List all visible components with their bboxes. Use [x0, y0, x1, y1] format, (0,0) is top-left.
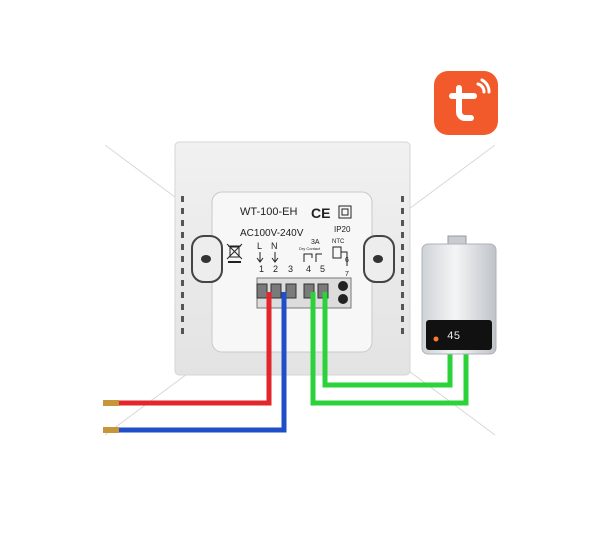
ce-mark: CE [311, 205, 330, 221]
ntc-terminal [338, 294, 348, 304]
vent-slot [401, 232, 404, 238]
terminal-screw [303, 283, 315, 299]
arrow-down-icon [256, 252, 279, 263]
vent-slot [181, 232, 184, 238]
terminal-number: 4 [306, 264, 311, 274]
boiler-indicator-icon [433, 336, 439, 342]
vent-slot [401, 244, 404, 250]
terminal-number: 1 [259, 264, 264, 274]
tuya-logo-icon [434, 71, 498, 135]
ip-rating: IP20 [334, 225, 351, 234]
terminal-number: 5 [320, 264, 325, 274]
vent-slot [181, 208, 184, 214]
terminal-number: 6 [345, 257, 349, 264]
vent-slot [401, 196, 404, 202]
vent-slot [401, 316, 404, 322]
terminal-screw [285, 283, 297, 299]
vent-slot [401, 304, 404, 310]
vent-slot [401, 292, 404, 298]
terminal-number: 7 [345, 271, 349, 278]
vent-slot [401, 220, 404, 226]
vent-slot [181, 328, 184, 334]
neutral-wire [103, 292, 287, 433]
vent-slot [181, 196, 184, 202]
right-screw-hole [373, 255, 383, 263]
vent-slot [401, 328, 404, 334]
vent-slot [181, 268, 184, 274]
vent-slot [401, 268, 404, 274]
vent-slot [401, 208, 404, 214]
relay-contact-icon [303, 253, 313, 262]
neutral-label: N [271, 241, 278, 251]
terminal-number: 3 [288, 264, 293, 274]
vent-slot [181, 316, 184, 322]
vent-slot [181, 304, 184, 310]
double-insulation-icon [338, 205, 352, 219]
relay-wire-5 [322, 292, 453, 388]
vent-slot [181, 244, 184, 250]
terminal-screw [270, 283, 282, 299]
model-label: WT-100-EH [240, 206, 298, 218]
vent-slot [181, 280, 184, 286]
ntc-label: NTC [332, 239, 345, 245]
boiler-unit: 45 [421, 235, 497, 355]
voltage-label: AC100V-240V [240, 228, 304, 239]
relay-rating: 3A [311, 239, 320, 246]
vent-slot [181, 256, 184, 262]
vent-slot [401, 280, 404, 286]
left-screw-hole [201, 255, 211, 263]
weee-bin-icon [226, 243, 243, 263]
live-wire [103, 292, 272, 406]
line-label: L [257, 241, 262, 251]
vent-slot [181, 220, 184, 226]
boiler-display: 45 [447, 331, 460, 343]
vent-slot [401, 256, 404, 262]
relay-note: Dry Contact [299, 246, 321, 251]
ntc-terminal [338, 281, 348, 291]
relay-wire-4 [310, 292, 469, 406]
terminal-screw [256, 283, 268, 299]
thermostat-back-plate [174, 141, 411, 376]
vent-slot [181, 292, 184, 298]
terminal-number: 2 [273, 264, 278, 274]
